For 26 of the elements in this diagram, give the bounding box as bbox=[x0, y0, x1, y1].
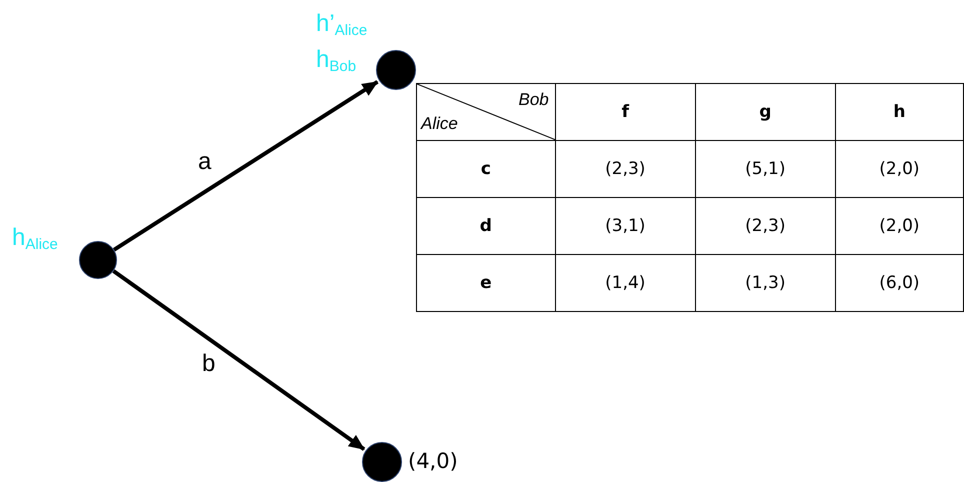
payoff-cell: (3,1) bbox=[605, 216, 646, 236]
payoff-cell: (1,3) bbox=[745, 273, 786, 293]
payoff-cell: (5,1) bbox=[745, 159, 786, 179]
strategy-header: c bbox=[480, 159, 491, 179]
history-label: h$_{Alice}$ bbox=[12, 226, 58, 252]
payoff-label: (4,0) bbox=[408, 451, 458, 472]
payoff-cell: (6,0) bbox=[879, 273, 920, 293]
payoff-cell: (1,4) bbox=[605, 273, 646, 293]
strategy-header: f bbox=[622, 102, 629, 122]
strategy-header: d bbox=[480, 216, 492, 236]
strategy-header: e bbox=[480, 273, 492, 293]
history-label: h$_{Bob}$ bbox=[316, 48, 356, 74]
column-player-label: Bob bbox=[518, 90, 549, 110]
node-circle bbox=[79, 241, 117, 279]
payoff-cell: (2,0) bbox=[879, 159, 920, 179]
strategy-header: h bbox=[893, 102, 906, 122]
payoff-cell: (2,3) bbox=[745, 216, 786, 236]
node-circle bbox=[376, 50, 416, 90]
payoff-cell: (2,3) bbox=[605, 159, 646, 179]
row-player-label: Alice bbox=[421, 114, 458, 134]
history-label: h’$_{Alice}$ bbox=[316, 12, 368, 38]
arrow bbox=[112, 269, 366, 451]
payoff-cell: (2,0) bbox=[879, 216, 920, 236]
node-circle bbox=[362, 442, 402, 482]
strategy-header: g bbox=[759, 102, 772, 122]
arrow bbox=[112, 80, 379, 252]
